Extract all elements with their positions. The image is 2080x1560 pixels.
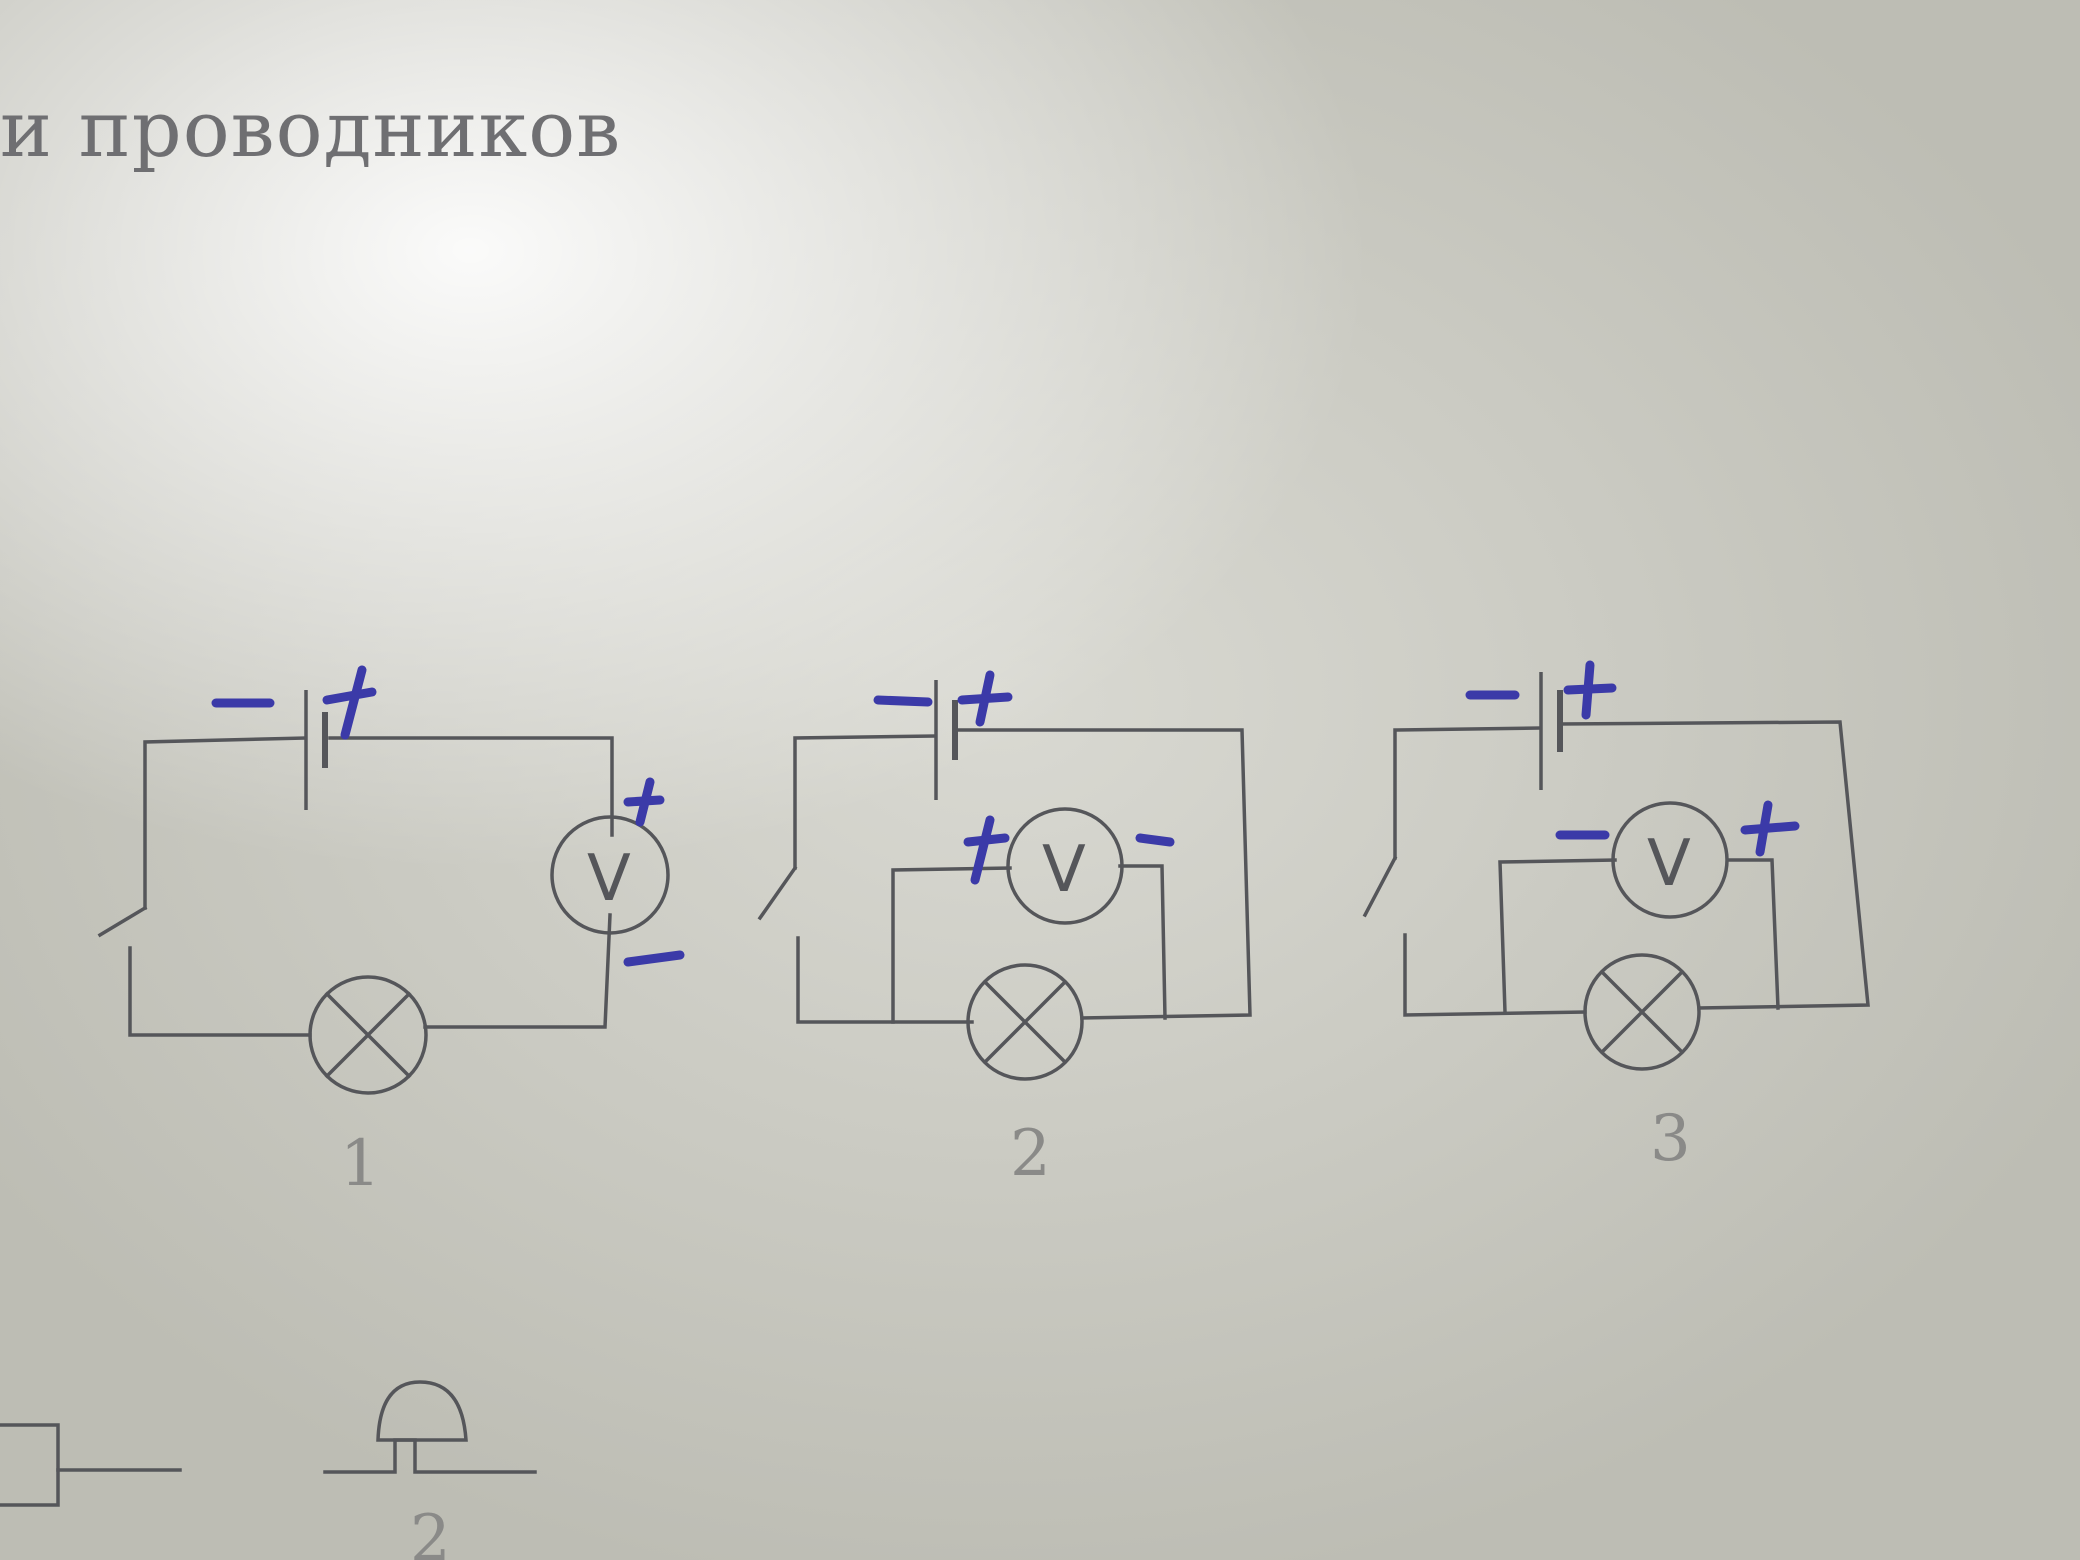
circuit-3-voltmeter-label: V xyxy=(1647,827,1691,901)
circuit-3-switch-icon xyxy=(1362,855,1398,918)
circuit-3: V 3 xyxy=(1362,660,1870,1176)
bottom-number: 2 xyxy=(410,1502,451,1560)
circuit-2-parallel-branch xyxy=(891,866,1012,1024)
circuit-2-voltmeter-label: V xyxy=(1042,833,1086,907)
circuit-3-parallel-branch-right xyxy=(1726,858,1780,1010)
circuit-2-battery-icon xyxy=(934,680,958,800)
circuit-3-wire-bottom xyxy=(1403,933,1587,1017)
circuit-1-voltmeter-icon: V xyxy=(550,815,670,935)
circuit-3-wire xyxy=(1393,726,1542,860)
figure-number-2: 2 xyxy=(1010,1117,1051,1191)
circuit-2: V 2 xyxy=(757,670,1252,1191)
circuit-2-wire-right xyxy=(953,728,1252,1020)
circuit-1-battery-icon xyxy=(304,690,328,810)
circuit-2-pen-marks xyxy=(873,670,1175,885)
circuit-1-wire-bottom xyxy=(128,946,312,1037)
circuit-1-wire-right-low xyxy=(423,913,612,1029)
circuit-1-lamp-icon xyxy=(308,975,428,1095)
circuit-1: V 1 xyxy=(97,665,685,1201)
circuit-2-parallel-branch-right xyxy=(1118,864,1167,1020)
circuit-3-battery-icon xyxy=(1539,672,1563,790)
circuit-2-switch-icon xyxy=(757,865,798,921)
circuit-1-voltmeter-label: V xyxy=(587,842,631,916)
circuit-3-wire-right xyxy=(1558,720,1870,1010)
bottom-symbol-box-icon xyxy=(0,1423,182,1507)
circuit-3-parallel-branch xyxy=(1498,858,1617,1014)
circuit-1-pen-marks xyxy=(211,665,685,967)
page-heading: и проводников xyxy=(0,85,622,175)
circuit-2-voltmeter-icon: V xyxy=(1006,807,1124,925)
circuit-2-lamp-icon xyxy=(966,963,1084,1081)
circuit-1-wire-right xyxy=(328,736,614,837)
circuit-1-switch-icon xyxy=(97,905,148,938)
circuit-1-wire xyxy=(143,736,307,910)
circuit-3-pen-marks xyxy=(1465,660,1800,857)
bell-icon xyxy=(323,1380,537,1474)
circuit-2-wire-bottom xyxy=(796,936,974,1024)
circuit-3-lamp-icon xyxy=(1583,953,1701,1071)
figure-number-1: 1 xyxy=(340,1127,381,1201)
circuit-2-wire xyxy=(793,734,937,870)
figure-number-3: 3 xyxy=(1650,1102,1691,1176)
circuit-3-voltmeter-icon: V xyxy=(1611,801,1729,919)
